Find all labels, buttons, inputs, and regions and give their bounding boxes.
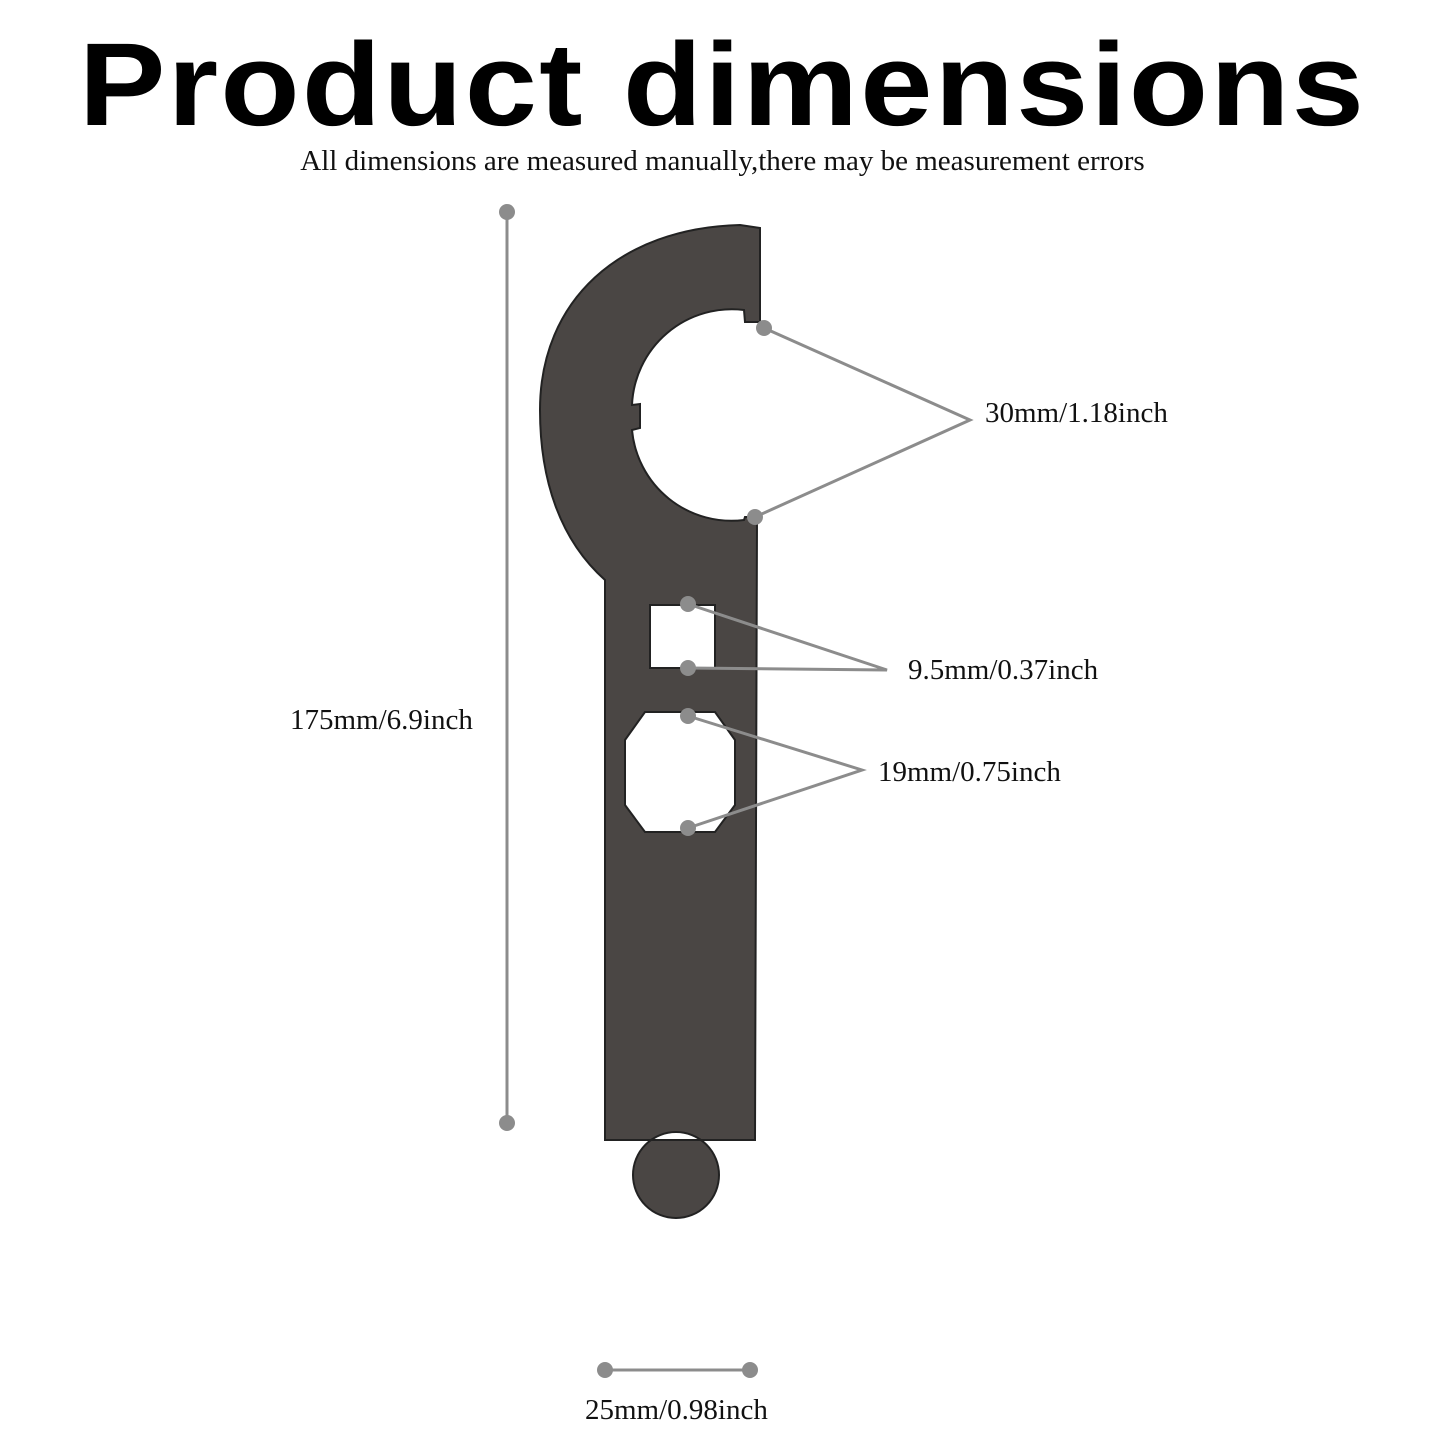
measure-dots bbox=[499, 204, 772, 1378]
measure-lines bbox=[505, 212, 974, 1372]
hex-hole-leader bbox=[687, 714, 867, 830]
large-opening-label: 30mm/1.18inch bbox=[985, 397, 1168, 429]
hex-hole-label: 19mm/0.75inch bbox=[878, 756, 1061, 788]
wrench-image bbox=[538, 223, 761, 1219]
subtitle: All dimensions are measured manually,the… bbox=[300, 145, 1145, 177]
width-label: 25mm/0.98inch bbox=[585, 1394, 768, 1426]
height-label: 175mm/6.9inch bbox=[290, 704, 473, 736]
large-opening-leader bbox=[754, 326, 974, 519]
square-hole-leader bbox=[687, 602, 888, 672]
square-hole-label: 9.5mm/0.37inch bbox=[908, 654, 1099, 686]
page-title: Product dimensions bbox=[78, 19, 1367, 151]
